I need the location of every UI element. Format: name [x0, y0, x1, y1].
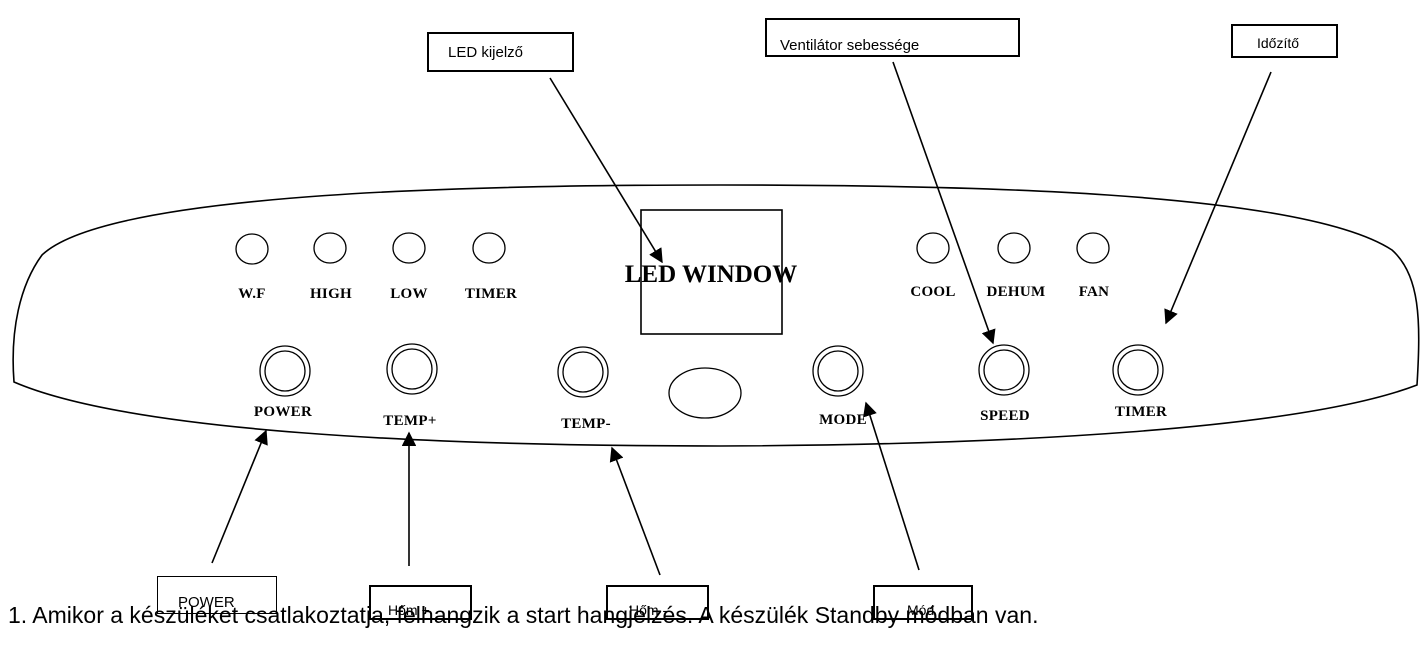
center-oval-button[interactable] [668, 367, 742, 419]
mode-button[interactable] [812, 345, 864, 397]
button-label-temp-up: TEMP+ [383, 413, 436, 429]
callout-power: POWER [157, 576, 277, 614]
callout-timer: Időzítő [1231, 24, 1338, 58]
indicator-light-high [313, 232, 347, 264]
callout-power-label: POWER [178, 594, 235, 611]
indicator-label-high: HIGH [310, 286, 352, 302]
callout-timer-label: Időzítő [1257, 35, 1300, 51]
arrow-led-display [549, 77, 663, 264]
arrow-power [211, 429, 268, 564]
button-label-mode: MODE [819, 412, 867, 428]
indicator-lights [235, 232, 1110, 265]
arrow-mode [863, 401, 920, 571]
arrow-fan-speed [892, 61, 996, 345]
led-window-label: LED WINDOW [625, 261, 798, 288]
button-label-timer: TIMER [1115, 404, 1167, 420]
callout-temp-down: Hőm - [606, 585, 709, 620]
indicator-label-cool: COOL [910, 284, 955, 300]
panel-outline [12, 184, 1420, 447]
indicator-light-timer [472, 232, 506, 264]
indicator-label-dehum: DEHUM [987, 284, 1046, 300]
power-button[interactable] [259, 345, 311, 397]
callout-fan-speed: Ventilátor sebessége [765, 18, 1020, 57]
indicator-label-timer: TIMER [465, 286, 517, 302]
indicator-light-cool [916, 232, 950, 264]
callout-mode: Mód [873, 585, 973, 620]
indicator-label-fan: FAN [1079, 284, 1110, 300]
button-label-speed: SPEED [980, 408, 1030, 424]
callout-mode-label: Mód [907, 602, 935, 618]
arrow-temp-down [609, 446, 661, 576]
callout-temp-up: Hőm + [369, 585, 472, 620]
callout-led-display-label: LED kijelző [448, 43, 524, 61]
led-window-frame [640, 209, 783, 335]
button-label-temp-down: TEMP- [561, 416, 611, 432]
indicator-label-wf: W.F [238, 286, 265, 302]
arrow-timer [1164, 71, 1272, 325]
indicator-light-dehum [997, 232, 1031, 264]
temp-down-button[interactable] [557, 346, 609, 398]
instruction-note: 1. Amikor a készüléket csatlakoztatja, f… [8, 602, 1039, 628]
button-label-power: POWER [254, 404, 312, 420]
indicator-light-wf [235, 233, 269, 265]
speed-button[interactable] [978, 344, 1030, 396]
timer-button[interactable] [1112, 344, 1164, 396]
callout-temp-up-label: Hőm + [388, 602, 430, 618]
temp-up-button[interactable] [386, 343, 438, 395]
callout-fan-speed-label: Ventilátor sebessége [780, 37, 920, 54]
callout-led-display: LED kijelző [427, 32, 574, 72]
indicator-label-low: LOW [390, 286, 428, 302]
indicator-light-low [392, 232, 426, 264]
indicator-light-fan [1076, 232, 1110, 264]
callout-temp-down-label: Hőm - [629, 602, 668, 618]
